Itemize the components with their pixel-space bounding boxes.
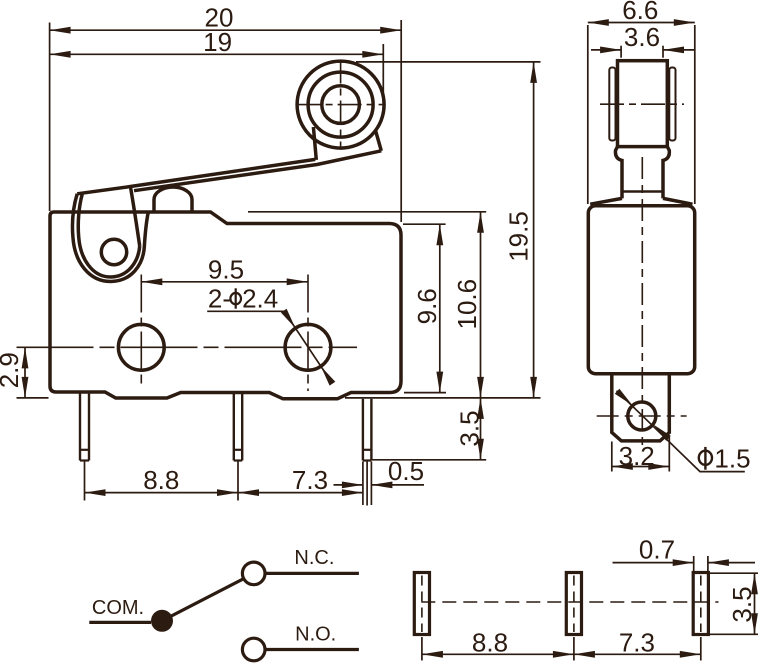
svg-text:N.C.: N.C. [294, 547, 334, 569]
svg-text:9.5: 9.5 [208, 254, 244, 284]
svg-text:19.5: 19.5 [504, 211, 534, 262]
svg-text:8.8: 8.8 [143, 465, 179, 495]
svg-text:2.9: 2.9 [0, 352, 24, 388]
svg-text:COM.: COM. [92, 597, 144, 619]
svg-text:0.5: 0.5 [388, 456, 424, 486]
svg-text:6.6: 6.6 [622, 0, 658, 25]
svg-text:3.5: 3.5 [454, 410, 484, 446]
svg-text:19: 19 [203, 27, 232, 57]
svg-text:3.6: 3.6 [624, 22, 660, 52]
svg-text:7.3: 7.3 [292, 465, 328, 495]
svg-text:10.6: 10.6 [452, 279, 482, 330]
svg-text:1.5: 1.5 [714, 444, 750, 474]
svg-text:2.4: 2.4 [242, 283, 278, 313]
svg-text:2-: 2- [208, 283, 231, 313]
svg-text:3.5: 3.5 [727, 586, 757, 622]
svg-text:7.3: 7.3 [619, 628, 655, 658]
svg-text:20: 20 [205, 3, 234, 33]
svg-text:N.O.: N.O. [295, 623, 336, 645]
svg-text:8.8: 8.8 [472, 628, 508, 658]
svg-text:9.6: 9.6 [412, 288, 442, 324]
svg-text:0.7: 0.7 [639, 535, 675, 565]
svg-text:3.2: 3.2 [619, 441, 655, 471]
